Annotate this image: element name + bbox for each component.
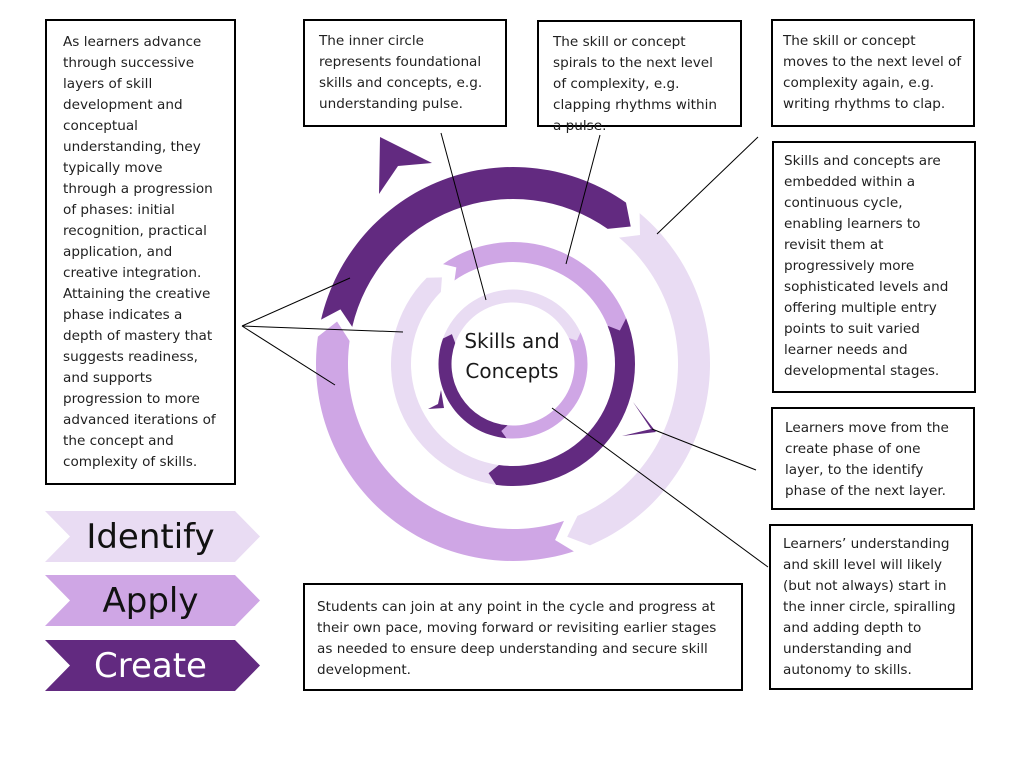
connector-next-level [656,136,759,235]
outer-ring-identify-arrow [567,213,711,546]
outer-ring-apply-arrow [316,321,574,561]
callout-create-to-identify-text: Learners move from the create phase of o… [785,420,949,499]
callout-inner-circle: The inner circle represents foundational… [303,19,507,127]
inner-ring-create-arrow [438,334,508,439]
legend-apply-chevron [45,575,260,626]
legend-create-chevron [45,640,260,691]
legend-create-label: Create [94,645,207,686]
rings-layer [316,166,711,561]
middle-ring-identify-arrow [390,277,499,485]
legend-create: Create [45,640,260,691]
center-label: Skills and Concepts [452,326,572,386]
callout-create-to-identify: Learners move from the create phase of o… [771,407,975,510]
connector-inner-circle [440,132,487,301]
callout-next-level-text: The skill or concept moves to the next l… [783,33,962,112]
connector-create-to-identify [651,428,757,471]
connector-lines [241,132,769,568]
callout-phases-text: As learners advance through successive l… [63,34,216,470]
callout-continuous-cycle: Skills and concepts are embedded within … [772,141,976,393]
create-arrowhead-left-inner [428,390,444,409]
inner-ring-identify-arrow [442,289,581,343]
callout-phases: As learners advance through successive l… [45,19,236,485]
middle-ring-create-arrow [486,318,636,486]
connector-spirals [565,134,601,265]
legend-identify-chevron [45,511,260,562]
center-label-line-2: Concepts [465,359,559,383]
callout-spirals: The skill or concept spirals to the next… [537,20,742,134]
callout-join-any-point-text: Students can join at any point in the cy… [317,599,717,678]
callout-start-inner: Learners’ understanding and skill level … [769,524,973,690]
callout-spirals-text: The skill or concept spirals to the next… [553,34,718,134]
inner-ring-apply-arrow [499,332,588,439]
connector-phases-apply [241,325,336,386]
callout-join-any-point: Students can join at any point in the cy… [303,583,743,691]
legend-apply: Apply [45,575,260,626]
outer-ring-create-arrow [321,166,631,327]
connector-start-inner [551,407,769,568]
center-label-line-1: Skills and [464,329,560,353]
callout-continuous-cycle-text: Skills and concepts are embedded within … [784,153,949,379]
legend-identify: Identify [45,511,260,562]
legend-apply-label: Apply [102,580,199,621]
legend-identify-label: Identify [86,516,215,557]
middle-ring-apply-arrow [443,242,627,333]
callout-start-inner-text: Learners’ understanding and skill level … [783,536,956,678]
connector-phases-identify [241,325,404,333]
connector-phases-create [241,277,351,327]
create-arrowhead-top [379,137,432,194]
callout-inner-circle-text: The inner circle represents foundational… [319,33,483,112]
callout-next-level: The skill or concept moves to the next l… [771,19,975,127]
